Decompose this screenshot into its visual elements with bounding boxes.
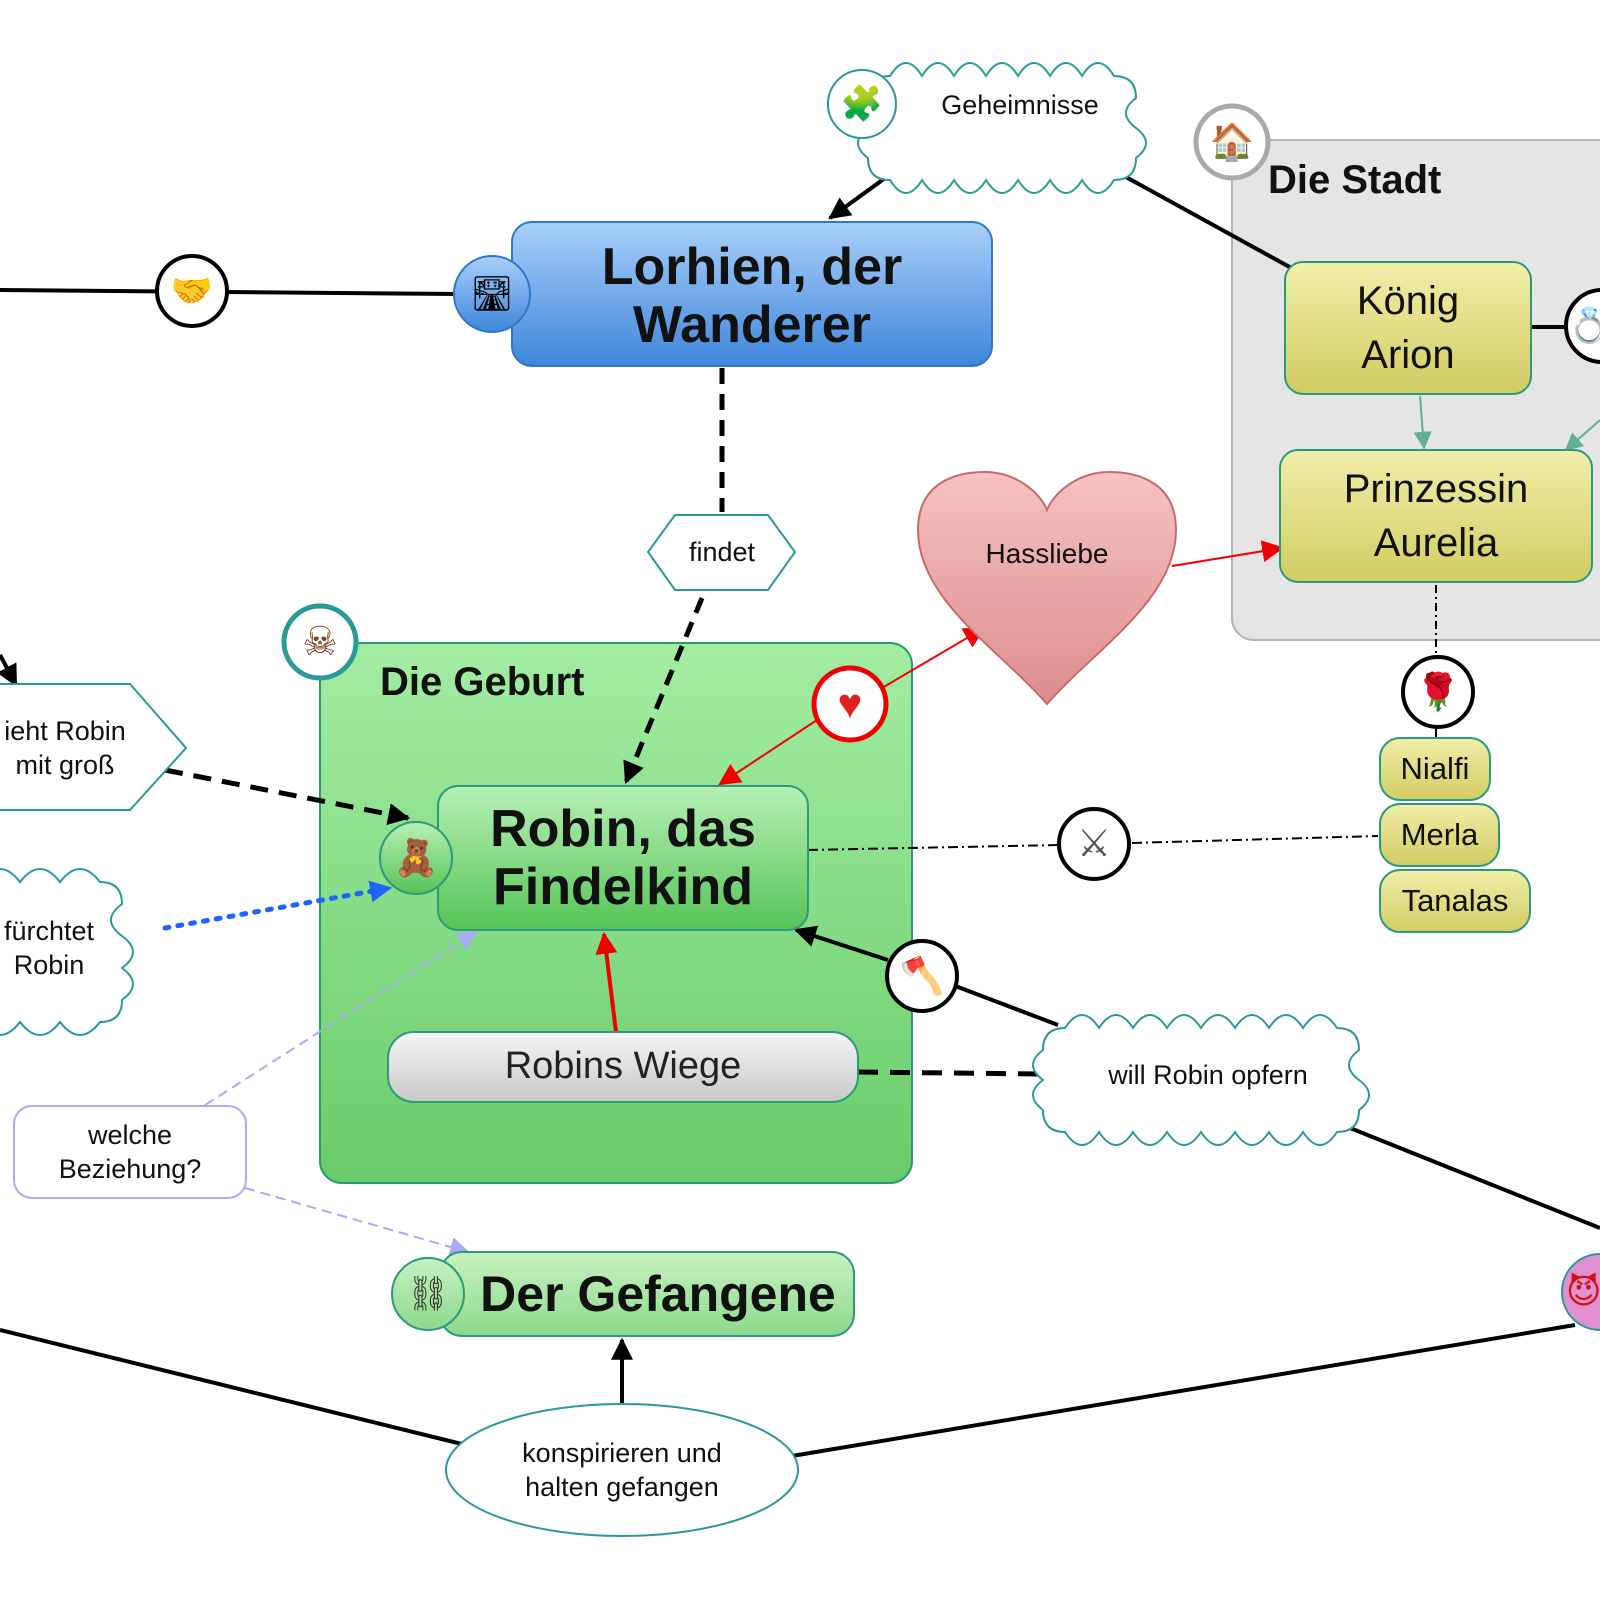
- badge-handshake[interactable]: [155, 254, 229, 328]
- node-prinzessin-aurelia[interactable]: [1279, 449, 1593, 583]
- node-label-tanalas: Tanalas: [1401, 882, 1509, 918]
- link-welche-gefangene[interactable]: [244, 1187, 470, 1257]
- rings-icon: 💍: [1568, 307, 1600, 345]
- link-opfern-axe[interactable]: [949, 982, 1059, 1027]
- label-zieht-robin: ieht Robin mit groß: [4, 716, 126, 780]
- node-label-prinzessin-aurelia: Prinzessin Aurelia: [1343, 467, 1529, 565]
- group-title-die-geburt: Die Geburt: [380, 660, 585, 704]
- label-fuerchtet-robin: fürchtet Robin: [3, 916, 95, 980]
- node-tanalas[interactable]: [1379, 869, 1531, 933]
- handshake-icon: 🤝: [170, 272, 214, 310]
- link-welche-robin[interactable]: [204, 930, 478, 1106]
- link-wiege-robin[interactable]: [595, 931, 618, 1033]
- badge-road[interactable]: [453, 255, 531, 333]
- link-koenig-prinzessin[interactable]: [1413, 395, 1432, 450]
- link-heart-hassliebe[interactable]: [881, 626, 986, 689]
- crossed-swords-icon: ⚔: [1076, 823, 1112, 865]
- puzzle-icon: 🧩: [840, 85, 884, 123]
- label-geheimnisse: Geheimnisse: [941, 90, 1099, 120]
- badge-handcuffs[interactable]: [391, 1257, 465, 1331]
- link-into-zieht[interactable]: [0, 654, 18, 687]
- cloud-geheimnisse[interactable]: [857, 62, 1147, 194]
- badge-house[interactable]: [1193, 103, 1271, 181]
- badge-devil[interactable]: [1561, 1253, 1600, 1331]
- link-right-prinzessin[interactable]: [1564, 419, 1600, 452]
- link-findet-robin[interactable]: [623, 597, 705, 785]
- link-swords-nialfi[interactable]: [1131, 835, 1379, 844]
- heart-hassliebe[interactable]: [916, 470, 1178, 706]
- node-label-koenig-arion: König Arion: [1356, 279, 1460, 377]
- link-axe-robin[interactable]: [793, 925, 889, 962]
- devil-icon: 😈: [1566, 1273, 1600, 1311]
- node-label-gefangene: Der Gefangene: [480, 1266, 836, 1322]
- skull-icon: ☠: [302, 620, 338, 664]
- node-nialfi[interactable]: [1379, 737, 1491, 801]
- road-icon: 🛣: [470, 275, 514, 313]
- heart-icon: ♥: [837, 680, 863, 727]
- link-fuerchtet-robin[interactable]: [162, 880, 393, 931]
- label-konspirieren: konspirieren und halten gefangen: [522, 1438, 722, 1502]
- hexagon-zieht[interactable]: [0, 683, 188, 811]
- link-zieht-robin[interactable]: [164, 767, 411, 825]
- cloud-will-opfern[interactable]: [1032, 1014, 1370, 1146]
- box-welche-beziehung[interactable]: [13, 1105, 247, 1199]
- link-heart-robin[interactable]: [718, 717, 821, 786]
- ellipse-konspirieren[interactable]: [445, 1403, 799, 1537]
- badge-swords[interactable]: [1057, 807, 1131, 881]
- label-welche-beziehung: welche Beziehung?: [58, 1120, 202, 1184]
- node-robins-wiege[interactable]: [387, 1031, 859, 1103]
- node-merla[interactable]: [1379, 803, 1500, 867]
- link-koenig-geheimnisse[interactable]: [1093, 158, 1296, 272]
- axe-icon: 🪓: [899, 955, 945, 996]
- badge-rose[interactable]: [1401, 655, 1475, 729]
- house-icon: 🏠: [1209, 121, 1255, 162]
- node-label-merla: Merla: [1400, 816, 1479, 852]
- link-handshake[interactable]: [0, 288, 461, 296]
- link-robin-swords[interactable]: [807, 844, 1061, 851]
- rose-icon: 🌹: [1415, 671, 1461, 712]
- badge-skull[interactable]: [281, 603, 359, 681]
- label-will-robin-opfern: will Robin opfern: [1108, 1060, 1308, 1090]
- node-label-robins-wiege: Robins Wiege: [504, 1045, 742, 1088]
- link-konspirieren-devil[interactable]: [779, 1323, 1576, 1460]
- badge-heart[interactable]: [811, 665, 889, 743]
- badge-teddy[interactable]: [379, 821, 453, 895]
- label-hassliebe: Hassliebe: [985, 538, 1109, 569]
- label-findet: findet: [688, 537, 756, 567]
- link-hassliebe-prinzessin[interactable]: [1171, 540, 1285, 567]
- teddy-bear-icon: 🧸: [393, 837, 439, 878]
- cloud-fuerchtet[interactable]: [0, 868, 134, 1036]
- badge-axe[interactable]: [885, 939, 959, 1013]
- link-opfern-devil[interactable]: [1349, 1126, 1600, 1230]
- badge-rings[interactable]: [1564, 288, 1600, 364]
- handcuffs-icon: ⛓: [406, 1275, 450, 1313]
- node-koenig-arion[interactable]: [1284, 261, 1532, 395]
- group-title-die-stadt: Die Stadt: [1268, 158, 1442, 202]
- node-label-nialfi: Nialfi: [1400, 750, 1470, 786]
- node-label-robin: Robin, das Findelkind: [490, 800, 756, 916]
- hexagon-findet[interactable]: [646, 514, 797, 591]
- badge-puzzle[interactable]: [827, 69, 897, 139]
- link-left-konspirieren[interactable]: [0, 1328, 479, 1450]
- node-label-lorhien: Lorhien, der Wanderer: [601, 238, 903, 354]
